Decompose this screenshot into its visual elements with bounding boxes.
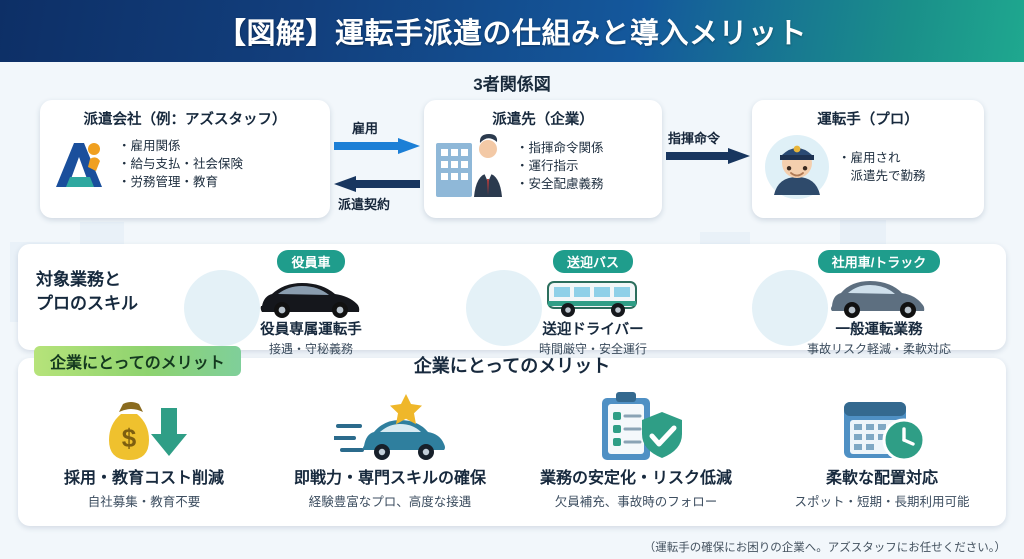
card-dispatch-agency-bullets: ・雇用関係 ・給与支払・社会保険 ・労務管理・教育 (118, 137, 243, 191)
arrow-employment-label: 雇用 (352, 121, 379, 136)
arrow-dispatch-contract-icon (334, 176, 420, 192)
job-exec-sub: 接遇・守秘義務 (268, 342, 353, 356)
job-truck-circle (752, 270, 828, 346)
job-truck-pill: 社用車/トラック (817, 250, 941, 273)
merit-item-cost[interactable]: $ 採用・教育コスト削減 自社募集・教育不要 (22, 388, 266, 510)
merit-stability-sub: 欠員補充、事故時のフォロー (554, 495, 718, 509)
calendar-clock-icon (760, 388, 1004, 464)
job-truck-sub: 事故リスク軽減・柔軟対応 (806, 342, 951, 356)
merits-section: 企業にとってのメリット 企業にとってのメリット $ 採用・教育コスト削減 自社募… (18, 346, 1006, 526)
fast-car-star-icon (268, 388, 512, 464)
card-client-company[interactable]: 派遣先（企業） ・指揮命令関係 ・運行 (424, 100, 662, 218)
arrow-dispatch-contract-label: 派遣契約 (338, 197, 391, 212)
card-professional-driver-title: 運転手（プロ） (817, 112, 919, 128)
target-jobs-label-line1: 対象業務と (36, 270, 121, 289)
job-exec-circle (184, 270, 260, 346)
card-client-company-title: 派遣先（企業） (492, 112, 594, 128)
merits-tag: 企業にとってのメリット (34, 346, 241, 376)
bullet: ・雇用関係 (118, 138, 181, 153)
merit-item-flexible[interactable]: 柔軟な配置対応 スポット・短期・長期利用可能 (760, 388, 1004, 510)
bullet: ・労務管理・教育 (118, 175, 219, 190)
arrow-command-order-icon (666, 148, 750, 164)
job-shuttle-name: 送迎ドライバー (542, 322, 644, 338)
bullet: ・雇用され (838, 150, 901, 165)
merit-stability-name: 業務の安定化・リスク低減 (539, 470, 732, 487)
card-professional-driver[interactable]: 運転手（プロ） ・雇用され 派遣先で勤務 (752, 100, 984, 218)
merit-flexible-name: 柔軟な配置対応 (825, 470, 938, 487)
arrow-employment-icon (334, 138, 420, 154)
job-shuttle-pill: 送迎バス (552, 250, 633, 273)
merit-skill-sub: 経験豊富なプロ、高度な接遇 (308, 495, 472, 509)
card-client-company-bullets: ・指揮命令関係 ・運行指示 ・安全配慮義務 (516, 139, 604, 193)
job-item-executive[interactable]: 役員車 役員専属運転手 接遇・守秘義務 (206, 250, 416, 357)
agency-logo-icon (56, 143, 102, 187)
minibus-icon (488, 274, 698, 318)
merit-item-stability[interactable]: 業務の安定化・リスク低減 欠員補充、事故時のフォロー (514, 388, 758, 510)
relationship-section: 3者関係図 派遣会社（例：アズスタッフ） ・雇用関係 ・給与支払・社会保険 ・労… (0, 64, 1024, 236)
job-item-company-car[interactable]: 社用車/トラック 一般運転業務 事故リスク軽減・柔軟対応 (774, 250, 984, 357)
card-dispatch-agency[interactable]: 派遣会社（例：アズスタッフ） ・雇用関係 ・給与支払・社会保険 ・労務管理・教育 (40, 100, 330, 218)
card-dispatch-agency-title: 派遣会社（例：アズスタッフ） (83, 112, 287, 128)
merits-heading: 企業にとってのメリット (413, 356, 611, 376)
bullet: ・運行指示 (516, 158, 579, 173)
footer-note: （運転手の確保にお困りの企業へ。アズスタッフにお任せください。） (643, 542, 1006, 554)
office-building-icon (436, 134, 502, 197)
job-shuttle-sub: 時間厳守・安全運行 (538, 342, 647, 356)
target-jobs-section: 対象業務と プロのスキル 役員車 役員専属運転手 接遇・守秘義務 送迎バス (18, 244, 1006, 356)
merit-cost-name: 採用・教育コスト削減 (63, 470, 224, 487)
merit-flexible-sub: スポット・短期・長期利用可能 (794, 495, 970, 509)
job-item-shuttle[interactable]: 送迎バス 送迎ドライバー 時間厳守・安全運行 (488, 250, 698, 357)
infographic-canvas: 3者関係図 派遣会社（例：アズスタッフ） ・雇用関係 ・給与支払・社会保険 ・労… (0, 62, 1024, 559)
bullet: 派遣先で勤務 (838, 169, 926, 183)
clipboard-shield-check-icon (514, 388, 758, 464)
bullet: ・給与支払・社会保険 (118, 156, 244, 171)
merit-cost-sub: 自社募集・教育不要 (87, 495, 201, 509)
card-professional-driver-bullets: ・雇用され 派遣先で勤務 (838, 149, 926, 185)
job-truck-name: 一般運転業務 (835, 322, 923, 338)
job-exec-pill: 役員車 (277, 250, 345, 273)
target-jobs-label-line2: プロのスキル (36, 293, 138, 313)
bullet: ・安全配慮義務 (516, 177, 604, 192)
svg-text:$: $ (122, 423, 137, 453)
arrow-command-order-label: 指揮命令 (668, 131, 721, 146)
target-jobs-label: 対象業務と プロのスキル (36, 268, 138, 316)
merit-skill-name: 即戦力・専門スキルの確保 (293, 470, 486, 487)
job-shuttle-circle (466, 270, 542, 346)
page-title: 【図解】運転手派遣の仕組みと導入メリット (216, 18, 807, 50)
page-header: 【図解】運転手派遣の仕組みと導入メリット (0, 0, 1024, 62)
job-exec-name: 役員専属運転手 (260, 322, 362, 338)
merit-item-skill[interactable]: 即戦力・専門スキルの確保 経験豊富なプロ、高度な接遇 (268, 388, 512, 510)
money-bag-down-arrow-icon: $ (22, 388, 266, 464)
suv-car-icon (774, 274, 984, 318)
relationship-section-title: 3者関係図 (473, 75, 551, 94)
sedan-car-icon (206, 274, 416, 318)
driver-avatar-icon (765, 135, 829, 199)
bullet: ・指揮命令関係 (516, 140, 604, 155)
